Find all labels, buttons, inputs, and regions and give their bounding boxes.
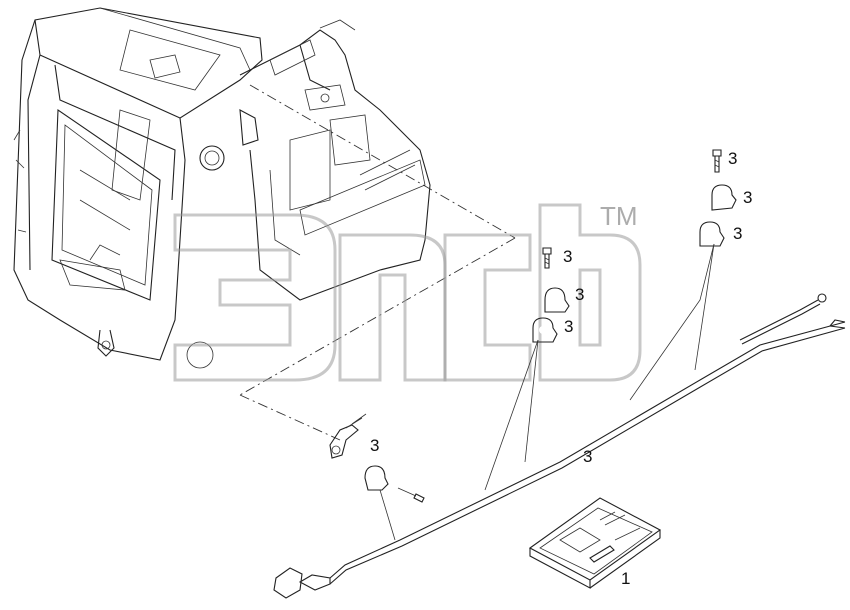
mid-clamp-group xyxy=(532,247,570,343)
operator-manual xyxy=(528,497,662,589)
callout-clamp-mid-1: 3 xyxy=(575,285,584,304)
callouts: 3 3 3 3 3 3 3 3 1 xyxy=(370,149,752,588)
cab-frame xyxy=(13,7,263,369)
callout-bolt-top: 3 xyxy=(728,149,737,168)
left-bracket-group xyxy=(329,413,425,503)
callout-bolt-mid: 3 xyxy=(563,247,572,266)
watermark: TM xyxy=(173,201,642,382)
trademark-label: TM xyxy=(600,201,638,231)
callout-clamp-mid-2: 3 xyxy=(564,317,573,336)
rear-structure xyxy=(239,19,431,301)
callout-harness: 3 xyxy=(583,447,592,466)
callout-bracket-left: 3 xyxy=(370,436,379,455)
callout-clamp-top-2: 3 xyxy=(733,224,742,243)
top-clamp-group xyxy=(699,149,737,247)
construction-lines xyxy=(239,84,516,441)
callout-clamp-top-1: 3 xyxy=(743,188,752,207)
callout-manual: 1 xyxy=(621,569,630,588)
wire-harness xyxy=(273,243,846,599)
